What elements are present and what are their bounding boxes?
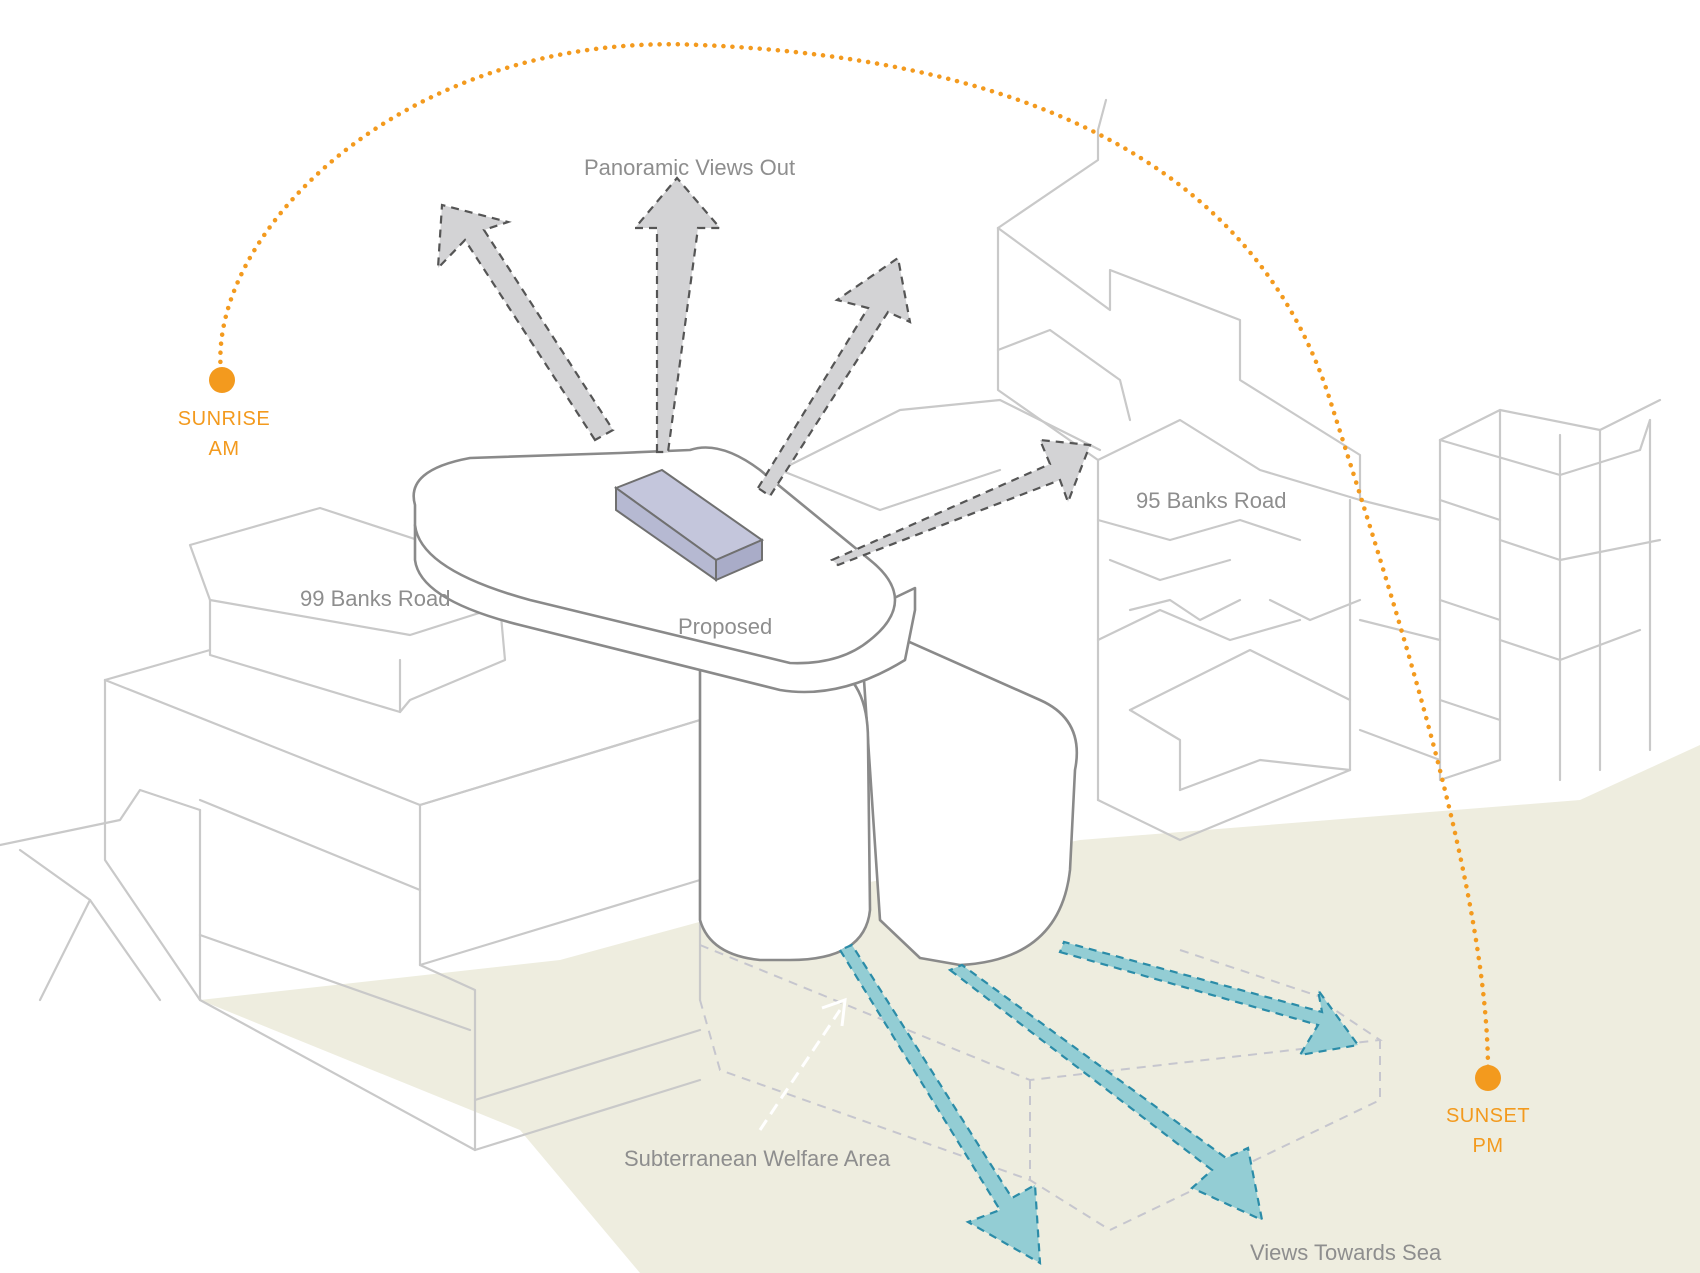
label-sunrise: SUNRISE <box>178 408 270 430</box>
sea-arrow-1 <box>838 943 1042 1265</box>
label-sunrise-time: AM <box>209 438 240 460</box>
label-subterranean: Subterranean Welfare Area <box>624 1146 891 1171</box>
label-panoramic-views: Panoramic Views Out <box>584 155 795 180</box>
sea-arrow-2 <box>947 963 1264 1222</box>
sun-path-arc <box>218 41 1491 1081</box>
view-arrow-2 <box>632 176 723 454</box>
label-proposed: Proposed <box>678 614 772 639</box>
building-95-banks-road <box>778 98 1662 842</box>
view-arrow-1 <box>436 203 615 442</box>
label-views-sea: Views Towards Sea <box>1250 1240 1442 1265</box>
sunrise-marker <box>209 367 235 393</box>
sunset-marker <box>1475 1065 1501 1091</box>
label-95-banks-road: 95 Banks Road <box>1136 488 1286 513</box>
ground-plane <box>200 745 1700 1273</box>
sea-view-arrows <box>838 940 1360 1265</box>
sea-arrow-3 <box>1058 940 1360 1057</box>
subterranean-pointer <box>758 1009 842 1131</box>
panoramic-view-arrows <box>436 176 1092 567</box>
label-sunset-time: PM <box>1473 1135 1504 1157</box>
view-arrow-4 <box>829 438 1092 567</box>
building-99-banks-road <box>0 506 702 1152</box>
label-sunset: SUNSET <box>1446 1105 1530 1127</box>
label-99-banks-road: 99 Banks Road <box>300 586 450 611</box>
view-arrow-3 <box>756 256 912 498</box>
subterranean-pointer-head <box>821 997 847 1027</box>
proposed-building <box>412 446 1079 967</box>
